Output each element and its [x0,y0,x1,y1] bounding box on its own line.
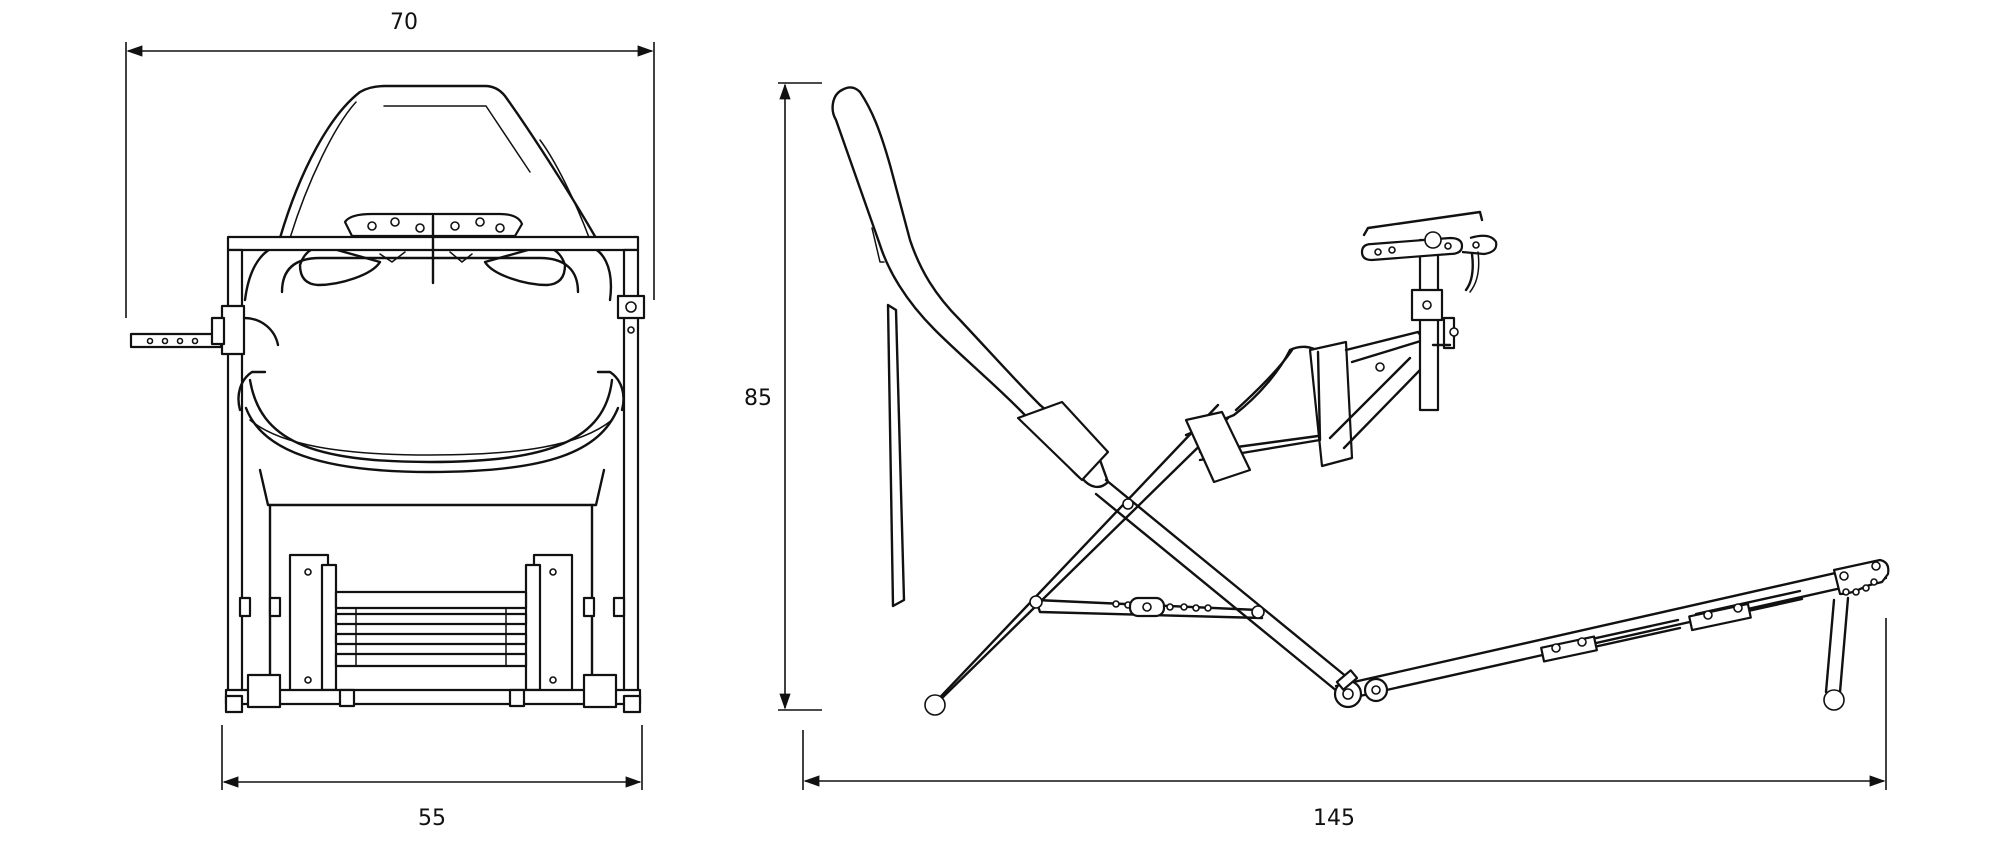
front-view-drawing [129,84,646,714]
dimension-label-85: 85 [744,386,772,411]
dimension-label-70: 70 [390,10,418,35]
dimension-label-55: 55 [418,806,446,831]
dimension-lines [125,42,1887,790]
side-view-drawing [831,86,1890,716]
dimension-label-145: 145 [1313,806,1355,831]
